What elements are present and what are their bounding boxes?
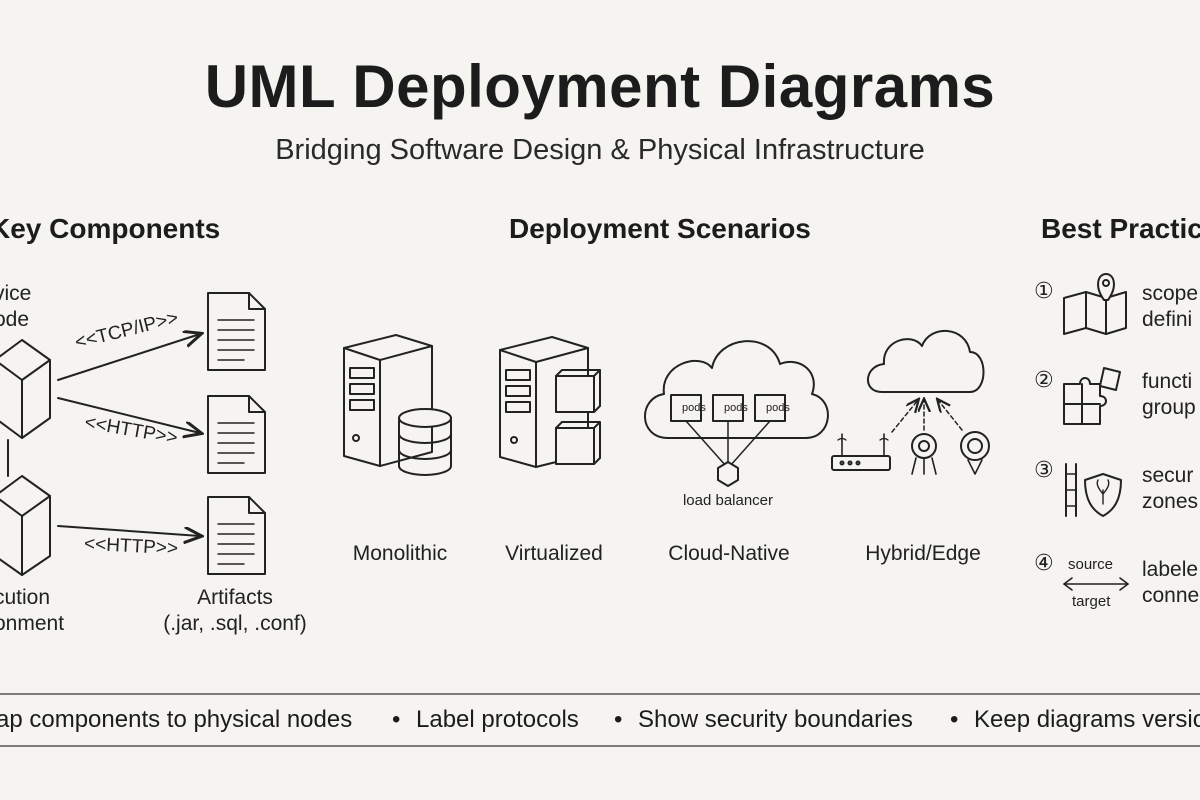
artifact-document-icon xyxy=(207,395,266,474)
artifacts-types-label: (.jar, .sql, .conf) xyxy=(163,612,307,635)
connector-target-label: target xyxy=(1072,593,1111,610)
best-practice-4-line1: labele xyxy=(1142,558,1199,581)
artifact-document-icon xyxy=(207,496,266,575)
best-practice-3-line1: secur xyxy=(1142,464,1194,487)
footer-bullet-3-text: Show security boundaries xyxy=(638,706,913,733)
best-practice-number-2: ② xyxy=(1034,367,1054,392)
best-practice-2-line1: functi xyxy=(1142,370,1193,393)
page-title: UML Deployment Diagrams xyxy=(204,53,996,120)
shield-icon xyxy=(1065,463,1122,517)
pod-label-2: pods xyxy=(724,402,748,414)
footer-bullet-2-dot: • xyxy=(392,706,401,733)
connector-source-label: source xyxy=(1068,556,1114,573)
best-practice-2-line2: group xyxy=(1142,396,1196,419)
map-pin-icon xyxy=(1063,273,1127,335)
server-vms-icon xyxy=(499,336,601,468)
footer-bullet-1-text: ap components to physical nodes xyxy=(0,706,353,733)
cloud-pods-icon xyxy=(644,340,829,487)
footer-bullet-2-text: Label protocols xyxy=(416,706,579,733)
best-practice-4-line2: conne xyxy=(1142,584,1200,607)
execution-environment-label-line1: cution xyxy=(0,586,51,609)
footer-bullet-4-dot: • xyxy=(950,706,959,733)
pod-label-1: pods xyxy=(682,402,706,414)
device-node-cube-icon xyxy=(0,339,51,439)
scenario-label-hybrid-edge: Hybrid/Edge xyxy=(865,542,981,565)
best-practice-number-4: ④ xyxy=(1034,550,1054,575)
execution-environment-cube-icon xyxy=(0,475,51,576)
artifacts-label: Artifacts xyxy=(197,586,273,609)
scenario-label-virtualized: Virtualized xyxy=(505,542,603,565)
best-practices-heading: Best Practic xyxy=(1041,213,1200,244)
device-node-label-line2: ode xyxy=(0,308,30,331)
puzzle-icon xyxy=(1063,367,1121,425)
server-database-icon xyxy=(343,334,452,476)
deployment-scenarios-heading: Deployment Scenarios xyxy=(509,213,811,244)
load-balancer-label: load balancer xyxy=(682,492,774,509)
artifact-document-icon xyxy=(207,292,266,371)
pod-label-3: pods xyxy=(766,402,790,414)
scenario-label-monolithic: Monolithic xyxy=(352,542,448,565)
bidirectional-arrow-icon xyxy=(1063,577,1129,591)
scenario-label-cloud-native: Cloud-Native xyxy=(668,542,790,565)
footer-bullet-3-dot: • xyxy=(614,706,623,733)
best-practice-3-line2: zones xyxy=(1142,490,1199,513)
device-node-label-line1: vice xyxy=(0,282,32,305)
best-practice-number-3: ③ xyxy=(1034,457,1054,482)
http-connector-arrow-2 xyxy=(57,525,200,536)
best-practice-1-line1: scope xyxy=(1142,282,1199,305)
best-practice-1-line2: defini xyxy=(1142,308,1193,331)
tcp-ip-connector-arrow xyxy=(57,334,200,381)
page-subtitle: Bridging Software Design & Physical Infr… xyxy=(275,134,925,166)
execution-environment-label-line2: onment xyxy=(0,612,65,635)
footer-bullet-4-text: Keep diagrams versio xyxy=(974,706,1200,733)
best-practice-number-1: ① xyxy=(1034,278,1054,303)
key-components-heading: Key Components xyxy=(0,213,221,244)
http-connector-arrow-1 xyxy=(57,397,200,433)
cloud-edge-devices-icon xyxy=(831,330,990,475)
